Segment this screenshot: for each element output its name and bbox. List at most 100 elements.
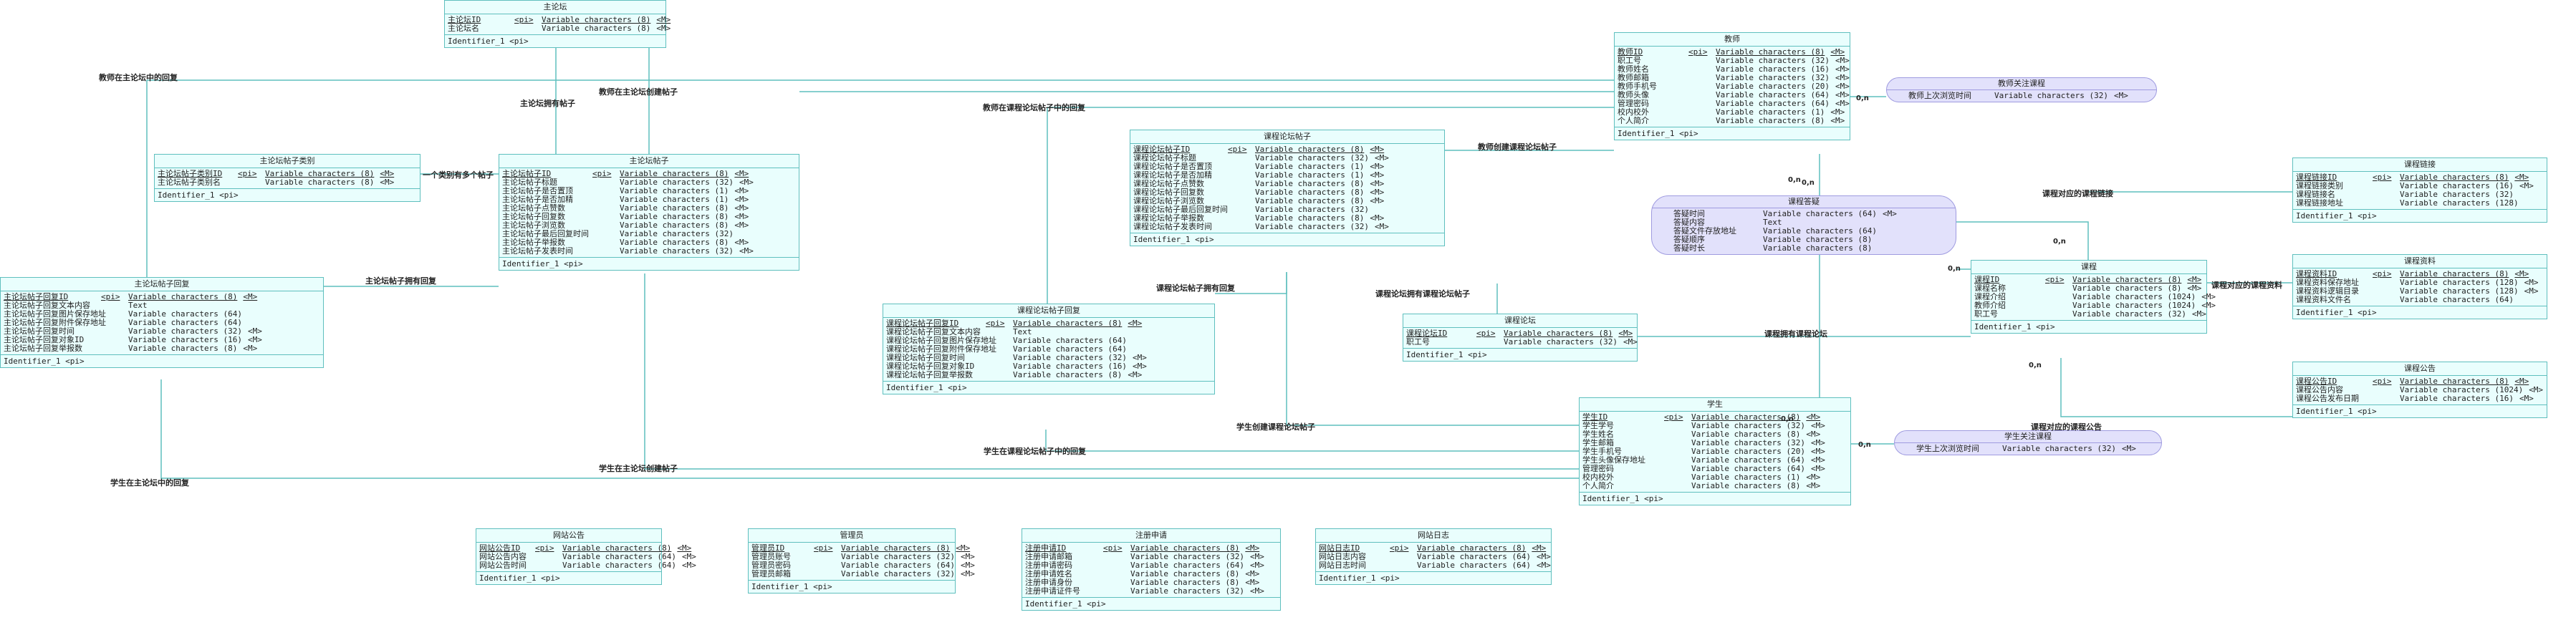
attribute-row: 课程论坛帖子ID<pi>Variable characters (8)<M> — [1133, 145, 1441, 154]
attribute-flag: <M> — [656, 15, 671, 24]
attribute-name: 课程论坛帖子点赞数 — [1133, 179, 1204, 188]
attribute-flag: <M> — [2514, 377, 2529, 386]
attribute-key — [2373, 199, 2400, 208]
attribute-flag: <M> — [2201, 301, 2216, 310]
attribute-key: <pi> — [1476, 329, 1496, 338]
attribute-name: 课程论坛帖子举报数 — [1133, 213, 1204, 223]
entity-zcsq[interactable]: 注册申请注册申请ID<pi>Variable characters (8)<M>… — [1022, 528, 1281, 611]
attribute-name: 课程论坛帖子回复对象ID — [886, 362, 975, 371]
entity-identifier: Identifier_1 <pi> — [1618, 129, 1698, 138]
entity-wzrz[interactable]: 网站日志网站日志ID<pi>Variable characters (8)<M>… — [1315, 528, 1552, 585]
entity-zlt[interactable]: 主论坛主论坛ID<pi>Variable characters (8)<M>主论… — [444, 0, 671, 48]
attribute-type: Variable characters (64) — [1716, 90, 1830, 100]
entity-attributes: 主论坛帖子回复ID<pi>Variable characters (8)<M>主… — [1, 291, 323, 355]
entity-kchf[interactable]: 课程论坛帖子回复课程论坛帖子回复ID<pi>Variable character… — [883, 304, 1215, 394]
attribute-key: <pi> — [2373, 173, 2392, 182]
attribute-type: Variable characters (64) — [2400, 295, 2514, 304]
entity-zltz[interactable]: 主论坛帖子主论坛帖子ID<pi>Variable characters (8)<… — [499, 154, 799, 271]
attribute-type: Variable characters (32) — [620, 246, 734, 256]
relationship-label: 主论坛拥有帖子 — [520, 99, 575, 108]
attribute-type: Text — [128, 301, 148, 310]
attribute-name: 课程名称 — [1974, 284, 2006, 293]
entity-kclt[interactable]: 课程论坛课程论坛ID<pi>Variable characters (8)<M>… — [1403, 314, 1638, 362]
entity-xs[interactable]: 学生学生ID<pi>Variable characters (8)<M>学生学号… — [1579, 397, 1851, 505]
attribute-key — [2045, 301, 2072, 310]
attribute-key — [1476, 338, 1504, 347]
attribute-type: Variable characters (64) — [1013, 336, 1127, 345]
cardinality-label: 0,n — [1948, 265, 1961, 273]
attribute-name: 课程论坛帖子回复文本内容 — [886, 327, 981, 336]
attribute-flag: <M> — [2121, 444, 2136, 453]
attribute-row: 课程论坛ID<pi>Variable characters (8)<M> — [1406, 329, 1634, 338]
attribute-name: 网站公告内容 — [479, 552, 527, 561]
attribute-flag: <M> — [1810, 447, 1825, 456]
attribute-key — [1688, 82, 1716, 91]
entity-kc[interactable]: 课程课程ID<pi>Variable characters (8)<M>课程名称… — [1971, 260, 2216, 334]
entity-kcgg[interactable]: 课程公告课程公告ID<pi>Variable characters (8)<M>… — [2292, 362, 2547, 418]
attribute-name: 答疑内容 — [1673, 218, 1705, 227]
attribute-key — [592, 195, 620, 204]
entity-gly[interactable]: 管理员管理员ID<pi>Variable characters (8)<M>管理… — [748, 528, 975, 593]
attribute-name: 答疑顺序 — [1673, 235, 1705, 244]
attribute-type: Variable characters (1) — [1691, 473, 1801, 482]
attribute-name: 主论坛帖子是否加精 — [502, 195, 573, 204]
association-title: 课程答疑 — [1652, 196, 1956, 208]
attribute-type: Variable characters (32) — [1130, 586, 1244, 596]
attribute-flag: <M> — [2524, 278, 2539, 287]
attribute-type: Variable characters (32) — [1716, 73, 1830, 82]
attribute-flag: <M> — [1810, 464, 1825, 473]
attribute-flag: <M> — [243, 292, 258, 301]
attribute-name: 主论坛帖子发表时间 — [502, 246, 573, 256]
attribute-type: Variable characters (16) — [2400, 394, 2514, 403]
attribute-flag: <M> — [247, 326, 262, 336]
attribute-type: Variable characters (20) — [1691, 447, 1805, 456]
attribute-type: Variable characters (8) — [620, 238, 729, 247]
entity-title: 课程 — [1971, 261, 2206, 274]
attribute-key — [1390, 553, 1417, 561]
attribute-flag: <M> — [1249, 552, 1264, 561]
attribute-type: Variable characters (8) — [542, 24, 651, 33]
attribute-name: 主论坛帖子标题 — [502, 178, 557, 187]
attribute-name: 课程公告内容 — [2296, 385, 2343, 394]
entity-kctz[interactable]: 课程论坛帖子课程论坛帖子ID<pi>Variable characters (8… — [1130, 130, 1445, 246]
attribute-key — [986, 362, 1013, 371]
attribute-key: <pi> — [814, 543, 833, 553]
entity-zlthf[interactable]: 主论坛帖子回复主论坛帖子回复ID<pi>Variable characters … — [0, 277, 324, 368]
attribute-name: 主论坛帖子浏览数 — [502, 221, 565, 230]
attribute-flag: <M> — [734, 195, 749, 204]
attribute-type: Variable characters (32) — [2002, 444, 2116, 453]
entity-ztlb[interactable]: 主论坛帖子类别主论坛帖子类别ID<pi>Variable characters … — [154, 154, 420, 202]
entity-kcly[interactable]: 课程链接课程链接ID<pi>Variable characters (8)<M>… — [2292, 158, 2547, 223]
attribute-type: Variable characters (8) — [1763, 243, 1873, 253]
attribute-key — [535, 561, 562, 570]
attribute-key — [101, 319, 128, 327]
attribute-name: 主论坛帖子回复举报数 — [4, 344, 82, 353]
attribute-key: <pi> — [986, 319, 1005, 328]
attribute-key — [592, 213, 620, 221]
attribute-flag: <M> — [2519, 181, 2534, 190]
attribute-name: 管理密码 — [1582, 464, 1614, 473]
attribute-key — [1688, 74, 1716, 82]
attribute-type: Variable characters (64) — [1763, 209, 1877, 218]
attribute-key — [514, 24, 542, 33]
entity-wzgg[interactable]: 网站公告网站公告ID<pi>Variable characters (8)<M>… — [476, 528, 696, 585]
attribute-key: <pi> — [2045, 275, 2065, 284]
attribute-type: Variable characters (8) — [2072, 275, 2182, 284]
attribute-flag: <M> — [1374, 222, 1389, 231]
entity-kczl[interactable]: 课程资料课程资料ID<pi>Variable characters (8)<M>… — [2292, 254, 2547, 319]
attribute-flag: <M> — [1370, 145, 1385, 154]
attribute-name: 管理员密码 — [751, 561, 791, 570]
attribute-type: Variable characters (32) — [1255, 205, 1369, 214]
attribute-flag: <M> — [1835, 56, 1850, 65]
